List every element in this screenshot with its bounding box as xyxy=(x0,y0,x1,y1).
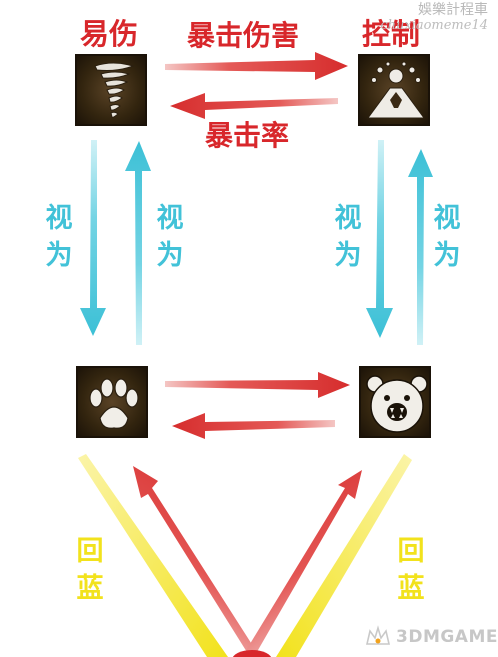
arrow-bottom-to-bear xyxy=(242,470,362,657)
node-label-vulnerable: 易伤 xyxy=(80,17,139,51)
tornado-icon xyxy=(75,54,147,126)
edge-label-crit-damage: 暴击伤害 xyxy=(187,19,300,52)
crown-icon xyxy=(365,625,391,645)
watermark: 娛樂計程車 chuxiaomeme14 xyxy=(362,2,488,34)
arrow-right-down xyxy=(366,140,393,338)
edge-label-right-seen-as-down: 视为 xyxy=(334,203,362,271)
bear-icon xyxy=(359,366,431,438)
arrow-bear-to-paw xyxy=(172,413,335,439)
edge-label-crit-rate: 暴击率 xyxy=(205,119,290,152)
bottom-node xyxy=(232,650,272,657)
edge-label-right-mana: 回蓝 xyxy=(397,536,425,604)
yellow-wedge-left xyxy=(78,454,228,657)
logo-text: 3DMGAME xyxy=(396,627,498,647)
site-logo: 3DMGAME xyxy=(364,622,498,652)
arrow-crit-damage xyxy=(165,52,348,80)
arrow-paw-to-bear xyxy=(165,372,350,398)
arrow-left-up xyxy=(125,141,151,345)
arrow-crit-rate xyxy=(170,93,338,119)
watermark-line1: 娛樂計程車 xyxy=(418,2,488,18)
yellow-wedge-right xyxy=(276,454,412,657)
edge-label-right-seen-as-up: 视为 xyxy=(433,203,461,271)
paw-icon xyxy=(76,366,148,438)
arrow-bottom-to-paw xyxy=(133,466,260,657)
edge-label-left-seen-as-down: 视为 xyxy=(45,203,73,271)
edge-label-left-mana: 回蓝 xyxy=(76,536,104,604)
edge-label-left-seen-as-up: 视为 xyxy=(156,203,184,271)
watermark-line2: chuxiaomeme14 xyxy=(380,18,488,33)
node-label-control: 控制 xyxy=(362,17,421,51)
arrow-right-up xyxy=(408,149,433,345)
arrow-left-down xyxy=(80,140,106,336)
volcano-icon xyxy=(358,54,430,126)
